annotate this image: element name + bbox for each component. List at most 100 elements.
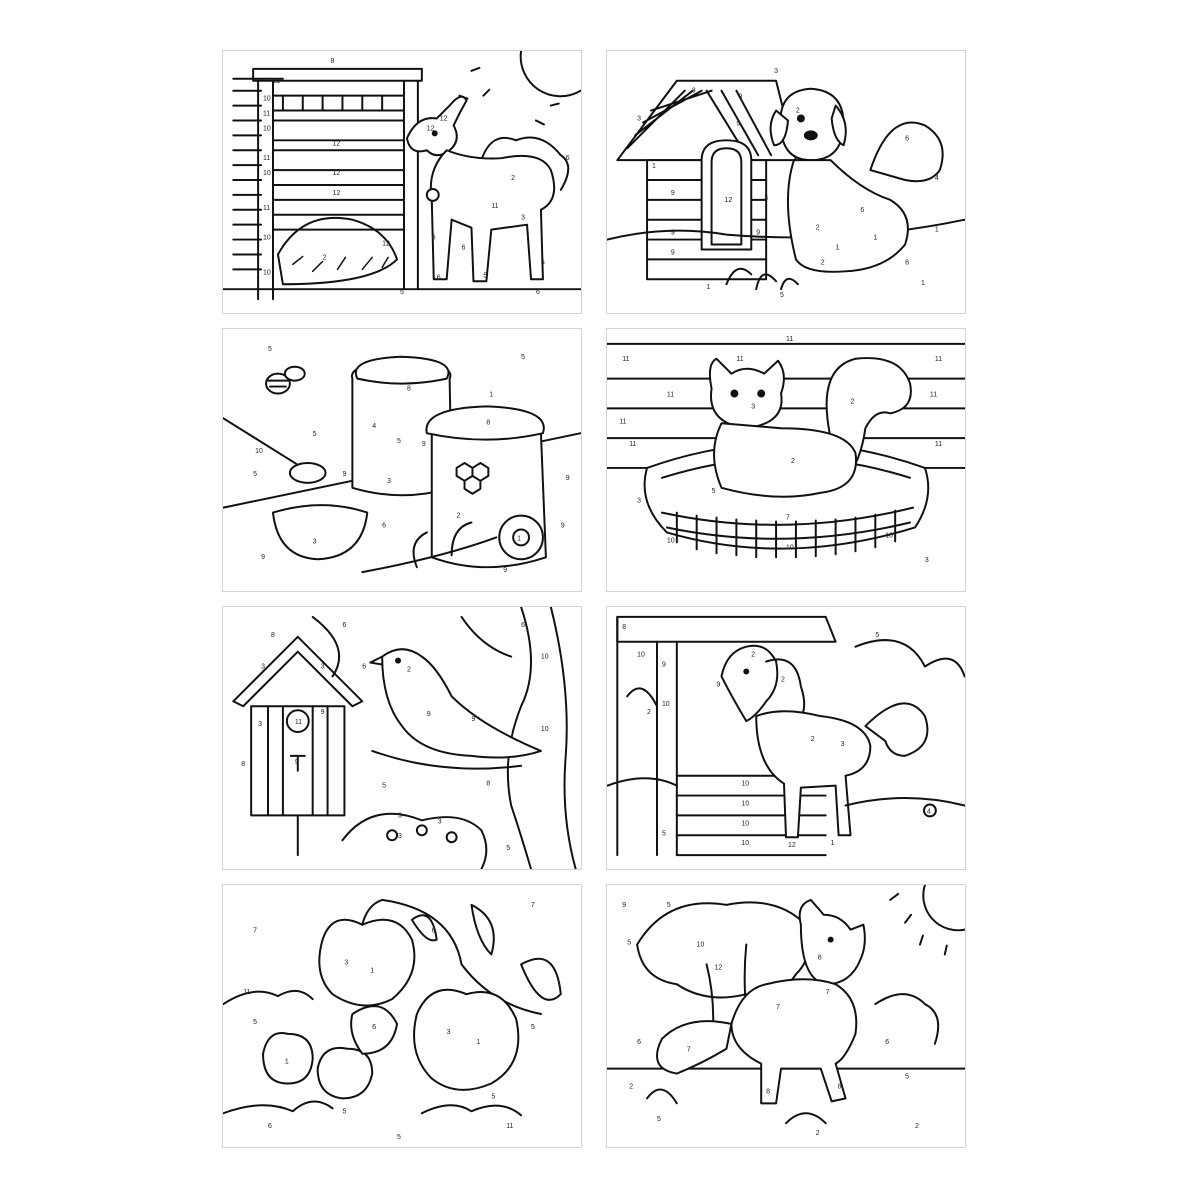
region-number: 3 [925,557,929,564]
region-number: 6 [432,235,436,242]
region-number: 11 [295,719,302,726]
region-number: 11 [619,418,626,425]
region-number: 10 [637,652,645,659]
region-number: 12 [333,190,341,197]
region-number: 1 [836,244,840,251]
region-number: 11 [273,78,280,85]
region-number: 7 [253,928,257,935]
coloring-page-cat: 11 11 11 11 11 11 11 11 11 2 2 3 5 7 10 … [606,328,966,592]
region-number: 9 [422,441,426,448]
region-number: 1 [935,227,939,234]
region-number: 3 [321,664,325,671]
region-number: 5 [397,1134,401,1141]
region-number: 12 [440,115,448,122]
region-number: 12 [715,964,723,971]
region-number: 7 [531,902,535,909]
honey-drawing: 5 5 5 4 8 8 1 3 10 5 9 9 9 2 1 3 9 6 5 9… [223,346,581,574]
region-number: 5 [667,902,671,909]
region-number: 11 [935,441,942,448]
region-number: 5 [268,346,272,353]
region-number: 5 [491,1093,495,1100]
region-number: 3 [438,818,442,825]
coloring-page-bird: 8 3 3 3 11 9 9 8 6 6 6 2 9 10 10 8 9 5 3… [222,606,582,870]
region-number: 9 [756,230,760,237]
region-number: 5 [657,1116,661,1123]
region-number: 5 [905,1074,909,1081]
region-number: 1 [489,391,493,398]
region-number: 9 [342,471,346,478]
region-number: 5 [382,783,386,790]
region-number: 9 [622,902,626,909]
region-number: 4 [927,808,931,815]
region-number: 5 [506,845,510,852]
region-number: 8 [331,58,335,65]
region-number: 10 [741,820,749,827]
region-number: 8 [622,624,626,631]
region-number: 3 [344,959,348,966]
pony-drawing: 8 10 9 10 2 2 2 9 2 3 10 10 10 10 12 5 5… [607,615,965,857]
region-number: 5 [342,1108,346,1115]
region-number: 5 [712,488,716,495]
region-number: 2 [457,513,461,520]
region-number: 2 [647,709,651,716]
region-number: 4 [935,175,939,182]
region-number: 2 [407,667,411,674]
region-number: 6 [372,1024,376,1031]
region-number: 11 [930,391,937,398]
region-number: 6 [885,1039,889,1046]
region-number: 11 [263,111,270,118]
region-number: 9 [295,759,299,766]
region-number: 6 [342,622,346,629]
region-number: 12 [333,140,341,147]
region-number: 5 [483,272,487,279]
region-number: 5 [875,632,879,639]
region-number: 3 [764,195,768,202]
region-number: 8 [486,419,490,426]
region-number: 2 [816,1130,820,1137]
region-number: 1 [921,280,925,287]
region-number: 10 [263,235,271,242]
region-number: 11 [667,391,674,398]
coloring-page-pony: 8 10 9 10 2 2 2 9 2 3 10 10 10 10 12 5 5… [606,606,966,870]
region-number: 6 [566,155,570,162]
region-number: 10 [263,269,271,276]
region-number: 2 [796,108,800,115]
coloring-page-honey: 5 5 5 4 8 8 1 3 10 5 9 9 9 2 1 3 9 6 5 9… [222,328,582,592]
region-number: 7 [776,1004,780,1011]
region-number: 10 [541,726,549,733]
region-number: 8 [241,761,245,768]
region-number: 2 [781,676,785,683]
region-number: 8 [838,1083,842,1090]
region-number: 8 [407,386,411,393]
region-number: 5 [313,431,317,438]
region-number: 5 [400,289,404,296]
region-number: 12 [788,842,796,849]
region-number: 10 [263,170,271,177]
region-number: 3 [313,538,317,545]
region-number: 9 [561,522,565,529]
region-number: 3 [751,403,755,410]
coloring-page-goat: 8 11 10 11 10 11 10 11 10 10 12 12 12 12… [222,50,582,314]
region-number: 10 [667,537,675,544]
region-number: 6 [905,259,909,266]
region-number: 3 [398,833,402,840]
goat-drawing: 8 11 10 11 10 11 10 11 10 10 12 12 12 12… [223,51,581,301]
region-number: 9 [427,711,431,718]
region-number: 6 [521,622,525,629]
region-number: 2 [821,259,825,266]
region-number: 7 [826,989,830,996]
region-number: 1 [476,1039,480,1046]
region-number: 11 [622,356,629,363]
region-number: 4 [372,423,376,430]
region-number: 8 [766,1088,770,1095]
region-number: 7 [687,1047,691,1054]
region-number: 5 [253,1019,257,1026]
region-number: 10 [255,448,263,455]
region-number: 9 [671,190,675,197]
region-number: 12 [724,197,732,204]
region-number: 6 [432,928,436,935]
region-number: 3 [261,664,265,671]
region-number: 10 [263,96,271,103]
region-number: 3 [258,721,262,728]
region-number: 1 [873,235,877,242]
